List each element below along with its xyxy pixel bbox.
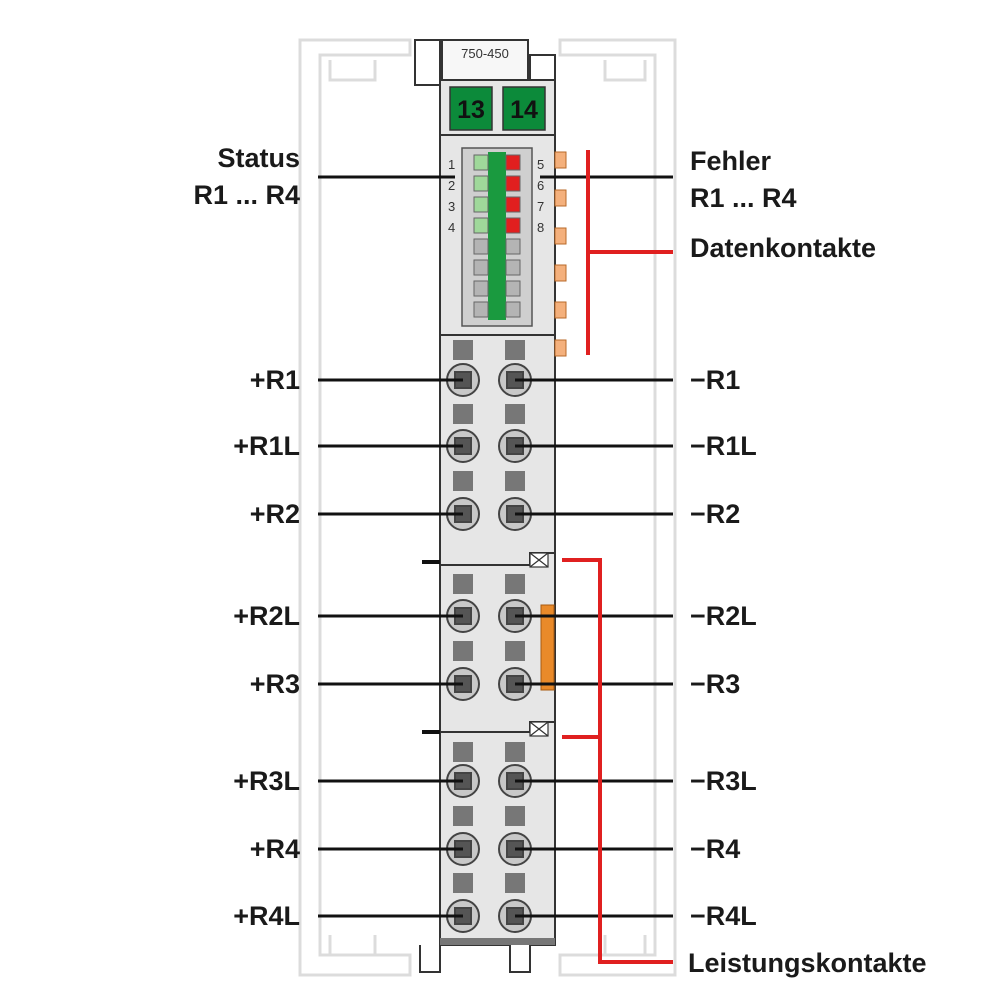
release-tab (505, 574, 525, 594)
led-number-6: 6 (537, 178, 544, 193)
terminal-label-minus-r1l: −R1L (690, 431, 757, 461)
leistungskontakte-bracket (562, 558, 673, 964)
badge-14-label: 14 (510, 96, 538, 124)
release-tab (453, 742, 473, 762)
led-number-3: 3 (448, 199, 455, 214)
terminal-label-plus-r2: +R2 (250, 499, 300, 529)
led-number-1: 1 (448, 157, 455, 172)
status-label: Status (217, 143, 300, 173)
terminal-label-minus-r4l: −R4L (690, 901, 757, 931)
led-unused-r3 (505, 280, 521, 297)
led-number-5: 5 (537, 157, 544, 172)
led-column-left (473, 154, 489, 318)
power-contact-strip (540, 604, 555, 691)
terminal-label-minus-r1: −R1 (690, 365, 740, 395)
terminal-label-plus-r1l: +R1L (233, 431, 300, 461)
power-jumper-1 (529, 552, 549, 568)
led-column-right (505, 154, 521, 318)
fehler-label: Fehler (690, 146, 772, 176)
terminal-label-minus-r2: −R2 (690, 499, 740, 529)
led-error-8 (505, 217, 521, 234)
release-tab (505, 806, 525, 826)
led-status-2 (473, 175, 489, 192)
led-unused-l4 (473, 301, 489, 318)
release-tab (453, 471, 473, 491)
data-contact-2 (554, 189, 567, 207)
release-tab (453, 641, 473, 661)
release-tab (505, 641, 525, 661)
terminals-right (505, 340, 525, 893)
led-status-4 (473, 217, 489, 234)
terminal-label-plus-r3: +R3 (250, 669, 300, 699)
terminal-label-minus-r3: −R3 (690, 669, 740, 699)
top-clip (414, 39, 441, 86)
model-number: 750-450 (461, 46, 509, 61)
release-tab (505, 340, 525, 360)
din-rail-outline (298, 38, 677, 977)
module-foot (440, 938, 555, 945)
release-tab (453, 340, 473, 360)
leistungskontakte-label: Leistungskontakte (688, 948, 927, 978)
datenkontakte-label: Datenkontakte (690, 233, 876, 263)
terminals-left (453, 340, 473, 893)
clamp-r1l-minus (498, 429, 532, 463)
led-unused-l1 (473, 238, 489, 255)
terminal-label-plus-r4l: +R4L (233, 901, 300, 931)
terminal-label-plus-r4: +R4 (250, 834, 300, 864)
release-tab (453, 404, 473, 424)
fehler-range-label: R1 ... R4 (690, 183, 797, 213)
led-status-1 (473, 154, 489, 171)
led-number-4: 4 (448, 220, 455, 235)
io-module: 750-450 13 14 (414, 39, 567, 973)
leader-lines (318, 175, 673, 918)
led-number-8: 8 (537, 220, 544, 235)
terminal-label-minus-r4: −R4 (690, 834, 740, 864)
led-unused-l2 (473, 259, 489, 276)
release-tab (453, 574, 473, 594)
release-tab (505, 873, 525, 893)
led-error-6 (505, 175, 521, 192)
led-unused-r4 (505, 301, 521, 318)
release-tab (505, 471, 525, 491)
led-carrier (488, 152, 506, 320)
release-tab (505, 742, 525, 762)
bottom-clip-left (419, 945, 441, 973)
data-contact-4 (554, 264, 567, 282)
data-contact-5 (554, 301, 567, 319)
led-error-5 (505, 154, 521, 171)
terminal-label-plus-r3l: +R3L (233, 766, 300, 796)
data-contact-3 (554, 227, 567, 245)
terminal-label-minus-r3l: −R3L (690, 766, 757, 796)
led-error-7 (505, 196, 521, 213)
led-unused-l3 (473, 280, 489, 297)
led-number-7: 7 (537, 199, 544, 214)
badge-14 (502, 86, 546, 131)
led-number-2: 2 (448, 178, 455, 193)
badge-13 (449, 86, 493, 131)
callout-brackets (562, 150, 673, 964)
terminal-label-minus-r2l: −R2L (690, 601, 757, 631)
led-unused-r2 (505, 259, 521, 276)
terminal-label-plus-r1: +R1 (250, 365, 300, 395)
data-contact-6 (554, 339, 567, 357)
terminal-label-plus-r2l: +R2L (233, 601, 300, 631)
led-unused-r1 (505, 238, 521, 255)
power-jumper-2 (529, 721, 549, 737)
release-tab (505, 404, 525, 424)
status-range-label: R1 ... R4 (193, 180, 300, 210)
data-contacts (554, 151, 567, 357)
release-tab (453, 806, 473, 826)
led-status-3 (473, 196, 489, 213)
release-tab (453, 873, 473, 893)
data-contact-1 (554, 151, 567, 169)
bottom-clip-right (509, 945, 531, 973)
badge-13-label: 13 (457, 96, 485, 124)
